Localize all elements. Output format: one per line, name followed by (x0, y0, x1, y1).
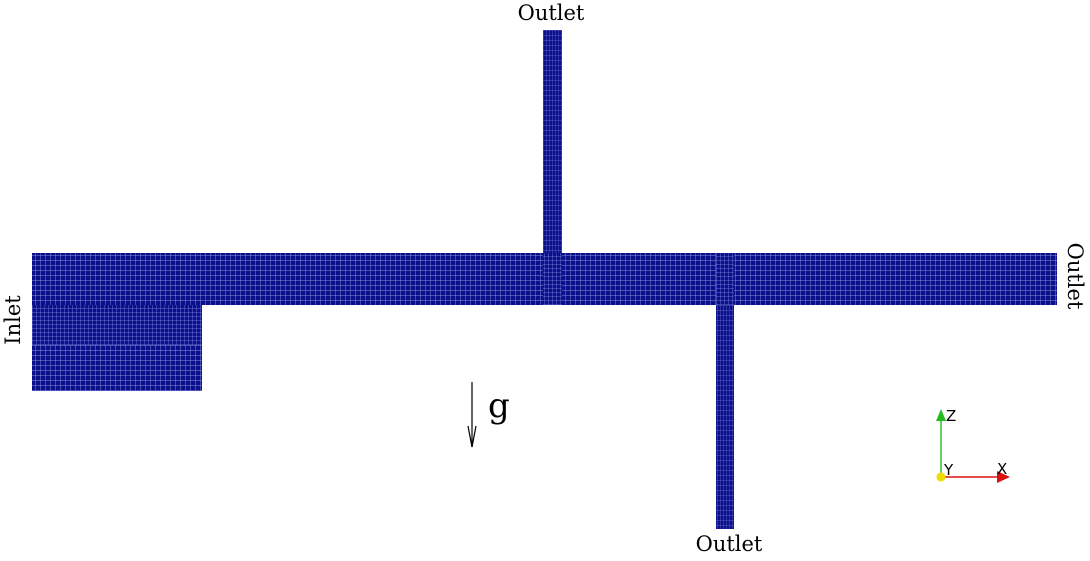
outlet-top-label: Outlet (518, 1, 585, 25)
axis-triad-icon (936, 409, 1010, 483)
inlet-label: Inlet (1, 295, 25, 345)
top-outlet-pipe-mesh (543, 30, 562, 253)
inlet-refinement-mesh (32, 305, 202, 345)
gravity-label: g (488, 386, 510, 426)
axis-z-label: Z (946, 407, 956, 425)
top-junction-mesh (543, 253, 562, 305)
bottom-junction-mesh (716, 253, 734, 305)
outlet-bottom-label: Outlet (696, 532, 763, 556)
bottom-outlet-pipe-mesh (716, 305, 734, 529)
gravity-arrow-icon (467, 382, 477, 448)
axis-x-label: X (997, 460, 1007, 478)
outlet-right-label: Outlet (1063, 243, 1087, 310)
axis-y-label: Y (943, 461, 954, 479)
